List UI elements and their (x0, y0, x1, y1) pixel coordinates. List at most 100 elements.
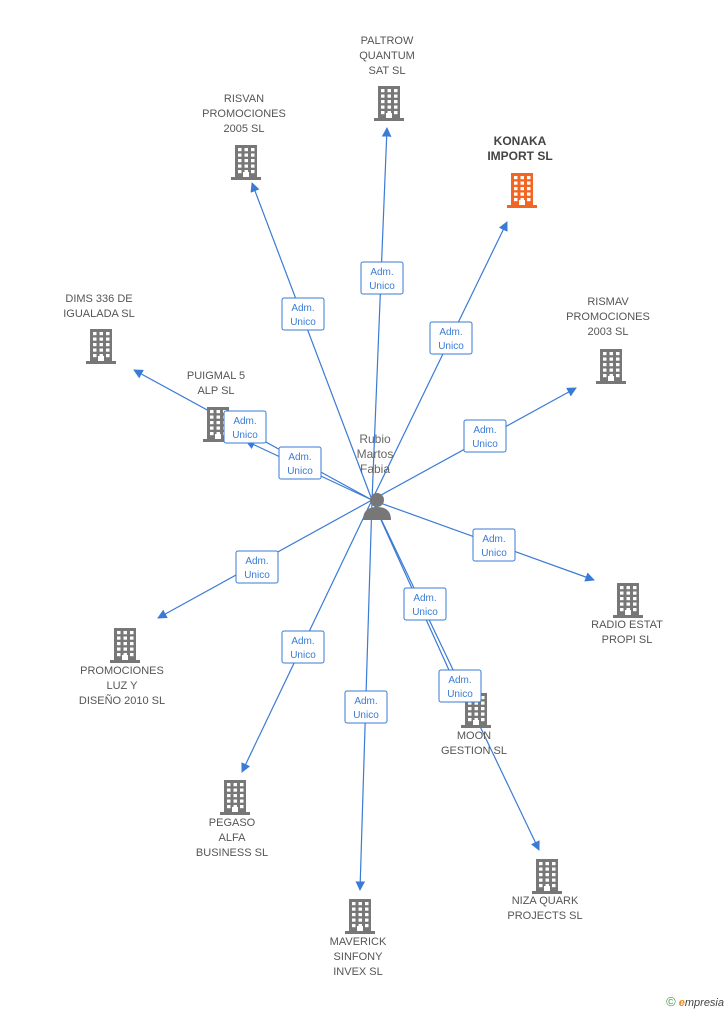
role-box (281, 630, 325, 664)
role-badge-radio[interactable]: Adm. Unico (472, 528, 516, 562)
role-text-line: Adm. (354, 696, 377, 707)
role-text-line: Adm. (439, 327, 462, 338)
brand-initial: e (678, 997, 685, 1009)
role-text: Adm. Unico (290, 636, 316, 661)
role-box (429, 321, 473, 355)
role-box (360, 261, 404, 295)
role-text-line: Unico (290, 317, 316, 328)
role-text-line: Adm. (288, 452, 311, 463)
role-badge-maverick[interactable]: Adm. Unico (344, 690, 388, 724)
company-risvan-label-line: RISVAN (224, 93, 264, 105)
company-pegaso-label-line: PEGASO (209, 817, 256, 829)
role-text-line: Adm. (291, 303, 314, 314)
company-maverick-label-line: INVEX SL (333, 966, 383, 978)
role-text-line: Unico (353, 710, 379, 721)
role-text: Adm.Unico (447, 675, 473, 700)
role-badge-dims[interactable]: Adm.Unico (223, 410, 267, 444)
role-badge-puigmal[interactable]: Adm. Unico (278, 446, 322, 480)
company-konaka-label-line: KONAKA (494, 134, 547, 148)
company-rismav-building-icon[interactable] (596, 349, 626, 384)
role-text-line: Adm. (413, 593, 436, 604)
role-text-line: Unico (369, 281, 395, 292)
role-text-line: Adm. (482, 534, 505, 545)
edge-paltrow (371, 127, 392, 501)
role-badge-konaka[interactable]: Adm. Unico (429, 321, 473, 355)
role-badge-promociones-luz[interactable]: Adm.Unico (235, 550, 279, 584)
company-moon-label: MOON GESTION SL (441, 730, 507, 757)
company-niza-label-line: NIZA QUARK (512, 895, 579, 907)
brand-rest: mpresia (684, 997, 724, 1009)
company-radio-building-icon[interactable] (613, 583, 643, 618)
company-konaka-building-icon[interactable] (507, 173, 537, 208)
copyright-symbol: © (666, 994, 676, 1009)
role-badge-pegaso[interactable]: Adm. Unico (281, 630, 325, 664)
company-moon-label-line: MOON (457, 730, 491, 742)
role-text: Adm.Unico (369, 267, 395, 292)
role-text: Adm.Unico (472, 425, 498, 450)
company-paltrow-label-line: PALTROW (361, 35, 414, 47)
company-dims-label-line: IGUALADA SL (63, 308, 135, 320)
footer-brand[interactable]: ©empresia (666, 994, 724, 1009)
role-text: Adm.Unico (244, 556, 270, 581)
person-icon[interactable] (363, 493, 391, 520)
role-badge-risvan[interactable]: Adm. Unico (281, 297, 325, 331)
role-box (438, 669, 482, 703)
company-pegaso-label-line: BUSINESS SL (196, 847, 268, 859)
role-box (235, 550, 279, 584)
company-promociones-luz-label-line: PROMOCIONES (80, 665, 164, 677)
role-text-line: Unico (244, 570, 270, 581)
role-text-line: Unico (412, 607, 438, 618)
role-text-line: Unico (438, 341, 464, 352)
role-box (463, 419, 507, 453)
role-box (344, 690, 388, 724)
role-text-line: Unico (481, 548, 507, 559)
company-paltrow-label-line: SAT SL (369, 65, 406, 77)
company-dims-label-line: DIMS 336 DE (65, 293, 132, 305)
brand-logo: empresia (679, 997, 724, 1009)
role-text-line: Adm. (473, 425, 496, 436)
company-maverick-label-line: MAVERICK (330, 936, 387, 948)
role-box (223, 410, 267, 444)
company-rismav-label-line: 2003 SL (588, 326, 629, 338)
company-maverick-building-icon[interactable] (345, 899, 375, 934)
role-text-line: Adm. (291, 636, 314, 647)
role-box (281, 297, 325, 331)
company-pegaso-building-icon[interactable] (220, 780, 250, 815)
company-risvan-building-icon[interactable] (231, 145, 261, 180)
company-puigmal-label-line: PUIGMAL 5 (187, 370, 245, 382)
role-text-line: Unico (447, 689, 473, 700)
role-text: Adm. Unico (438, 327, 464, 352)
role-badge-paltrow[interactable]: Adm.Unico (360, 261, 404, 295)
company-radio-label-line: RADIO ESTAT (591, 619, 663, 631)
edges-layer (133, 127, 595, 891)
company-puigmal-label: PUIGMAL 5 ALP SL (187, 370, 245, 397)
company-moon-label-line: GESTION SL (441, 745, 507, 757)
role-badge-moon[interactable]: Adm.Unico (438, 669, 482, 703)
company-paltrow-building-icon[interactable] (374, 86, 404, 121)
role-box (278, 446, 322, 480)
role-text: Adm. Unico (412, 593, 438, 618)
role-badge-niza[interactable]: Adm. Unico (403, 587, 447, 621)
company-puigmal-label-line: ALP SL (197, 385, 234, 397)
company-promociones-luz-building-icon[interactable] (110, 628, 140, 663)
role-text-line: Unico (287, 466, 313, 477)
role-text-line: Unico (290, 650, 316, 661)
company-niza-building-icon[interactable] (532, 859, 562, 894)
company-risvan-label-line: PROMOCIONES (202, 108, 286, 120)
company-dims-label: DIMS 336 DE IGUALADA SL (63, 293, 135, 320)
role-badge-rismav[interactable]: Adm.Unico (463, 419, 507, 453)
edge-risvan (250, 182, 373, 501)
company-dims-building-icon[interactable] (86, 329, 116, 364)
